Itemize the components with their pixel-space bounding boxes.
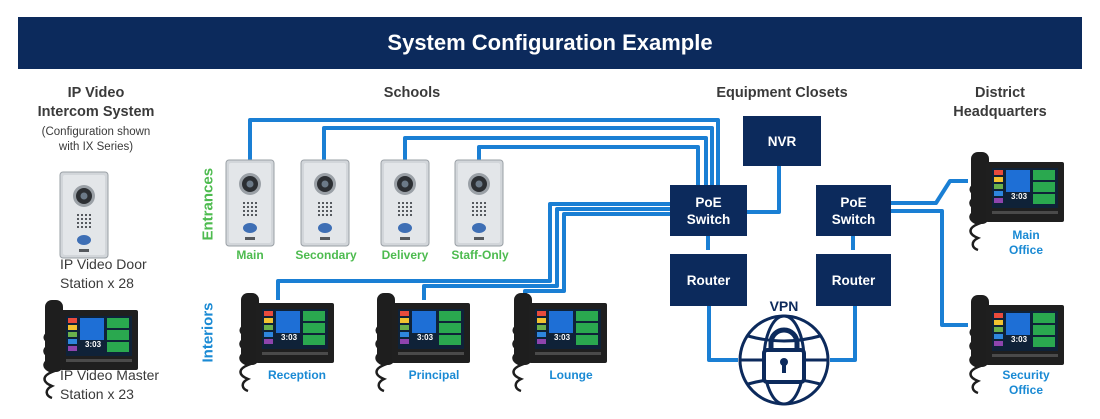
screen-time: 3:03 [1011, 192, 1028, 201]
entrances-label: Entrances [199, 167, 217, 241]
screen-time: 3:03 [1011, 335, 1028, 344]
door-station-secondary [300, 159, 350, 247]
screen-time: 3:03 [554, 333, 571, 342]
door-station-staff-only [454, 159, 504, 247]
legend-door-station: IP Video Door Station x 28 [60, 256, 147, 291]
district-hq-heading: District Headquarters [953, 85, 1047, 120]
door-label-staff-only: Staff-Only [451, 248, 509, 262]
router-hq: Router [816, 254, 891, 306]
master-stations-group [43, 150, 1066, 400]
legend-master-station: IP Video Master Station x 23 [60, 367, 160, 402]
legend-door-station-icon [59, 171, 109, 259]
door-station-delivery [380, 159, 430, 247]
intercom-system-note: (Configuration shown with IX Series) [41, 126, 151, 153]
door-label-delivery: Delivery [381, 248, 429, 262]
master-label-principal: Principal [408, 368, 460, 382]
hq-label-security-office: Security Office [1002, 368, 1050, 397]
master-label-reception: Reception [267, 368, 326, 382]
page-title: System Configuration Example [387, 30, 713, 55]
nvr-box: NVR [743, 116, 821, 166]
door-stations-group [59, 159, 504, 259]
hq-label-main-office: Main Office [1008, 228, 1043, 257]
title-banner: System Configuration Example [18, 17, 1082, 69]
door-station-main [225, 159, 275, 247]
schools-heading: Schools [383, 85, 441, 101]
screen-time: 3:03 [281, 333, 298, 342]
vpn-label: VPN [769, 298, 799, 314]
screen-time: 3:03 [85, 340, 102, 349]
master-label-lounge: Lounge [549, 368, 593, 382]
door-label-secondary: Secondary [295, 248, 357, 262]
interiors-label: Interiors [199, 302, 217, 363]
equipment-closets-heading: Equipment Closets [716, 85, 848, 101]
screen-time: 3:03 [417, 333, 434, 342]
door-label-main: Main [236, 248, 264, 262]
lock-icon [762, 327, 806, 384]
router-school: Router [670, 254, 747, 306]
intercom-system-heading: IP Video Intercom System [37, 85, 155, 120]
